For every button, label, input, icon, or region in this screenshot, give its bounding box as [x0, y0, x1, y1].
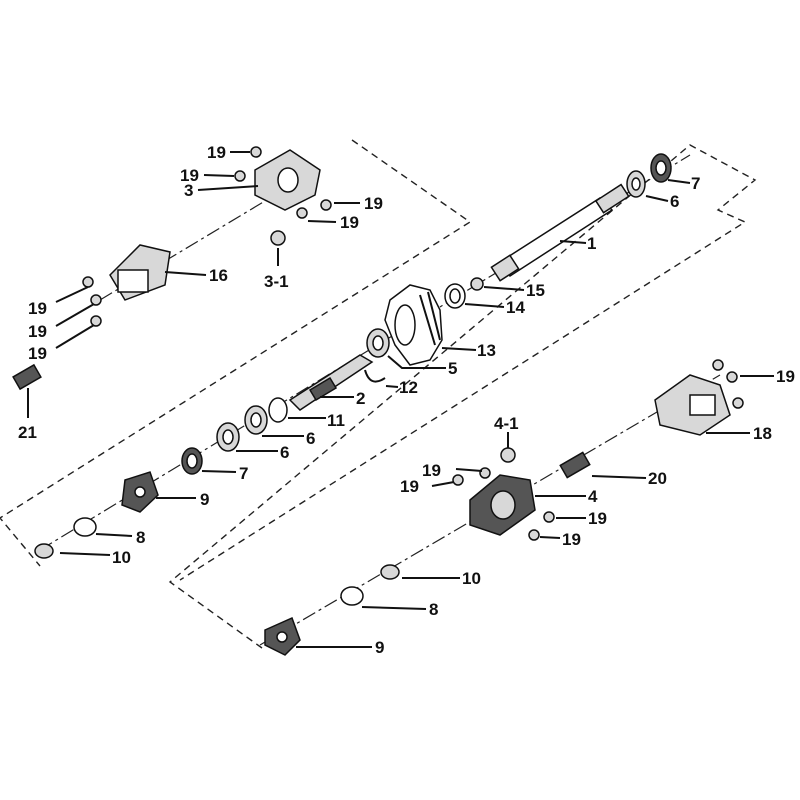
part-spring-20: [559, 451, 591, 479]
part-seal-7: [181, 447, 203, 475]
part-washer-8-lower: [340, 586, 364, 606]
part-flange-9-lower: [264, 616, 301, 656]
callout-label: 19: [28, 322, 47, 341]
bolts-19: [82, 146, 744, 541]
callout-label: 3: [184, 181, 193, 200]
callout-label: 10: [112, 548, 131, 567]
callout-label: 8: [429, 600, 438, 619]
part-bearing-6b: [216, 422, 240, 452]
part-shaft-1: [490, 183, 630, 282]
part-housing-16: [109, 244, 171, 301]
callout-label: 7: [691, 174, 700, 193]
callout-label: 13: [477, 341, 496, 360]
part-cap-10-upper: [34, 543, 54, 559]
callout-label: 12: [399, 378, 418, 397]
part-washer-8-upper: [73, 517, 97, 537]
part-joint-4: [469, 474, 536, 536]
callout-label: 6: [306, 429, 315, 448]
callout-label: 19: [588, 509, 607, 528]
callout-label: 9: [375, 638, 384, 657]
part-flange-9-upper: [121, 471, 159, 513]
callout-label: 8: [136, 528, 145, 547]
callout-label: 6: [280, 443, 289, 462]
callout-label: 19: [207, 143, 226, 162]
axis-line: [259, 374, 721, 646]
dashed-outline-lower: [168, 144, 757, 649]
part-cap-10-lower: [380, 564, 400, 580]
part-seal-7-top: [650, 153, 672, 183]
part-cover-18: [654, 374, 731, 436]
part-nut-3-1: [270, 230, 286, 246]
part-joint-3: [254, 149, 321, 211]
callout-label: 5: [448, 359, 457, 378]
part-washer-11: [268, 397, 288, 423]
callout-label: 21: [18, 423, 37, 442]
callout-label: 16: [209, 266, 228, 285]
part-bearing-6-top: [626, 170, 646, 198]
part-bearing-6a: [244, 405, 268, 435]
callout-label: 7: [239, 464, 248, 483]
dashed-outline-upper: [0, 139, 472, 567]
callout-label: 20: [648, 469, 667, 488]
part-snap-ring-12: [364, 369, 386, 383]
callout-label: 18: [753, 424, 772, 443]
part-nut-4-1: [500, 447, 516, 463]
part-pinion-shaft-2: [288, 354, 374, 411]
callout-label: 19: [28, 344, 47, 363]
callout-label: 10: [462, 569, 481, 588]
part-nut-15: [470, 277, 484, 291]
callout-label: 4: [588, 487, 598, 506]
callout-label: 19: [400, 477, 419, 496]
callout-label: 19: [776, 367, 795, 386]
callout-label: 19: [180, 166, 199, 185]
callout-label: 19: [562, 530, 581, 549]
part-gear-13: [384, 284, 443, 366]
callout-label: 14: [506, 298, 525, 317]
callout-label: 15: [526, 281, 545, 300]
callout-label: 19: [340, 213, 359, 232]
callout-label: 6: [670, 192, 679, 211]
callout-label: 19: [364, 194, 383, 213]
callout-label: 11: [327, 411, 345, 430]
callout-label: 2: [356, 389, 365, 408]
part-bearing-5: [366, 328, 390, 358]
callout-label: 19: [422, 461, 441, 480]
callout-label: 19: [28, 299, 47, 318]
callout-label: 3-1: [264, 272, 289, 291]
part-spring-21: [12, 363, 42, 391]
callout-label: 9: [200, 490, 209, 509]
callout-label: 4-1: [494, 414, 519, 433]
callout-label: 1: [587, 234, 596, 253]
leader-lines: [27, 151, 774, 648]
part-washer-14: [444, 283, 466, 309]
